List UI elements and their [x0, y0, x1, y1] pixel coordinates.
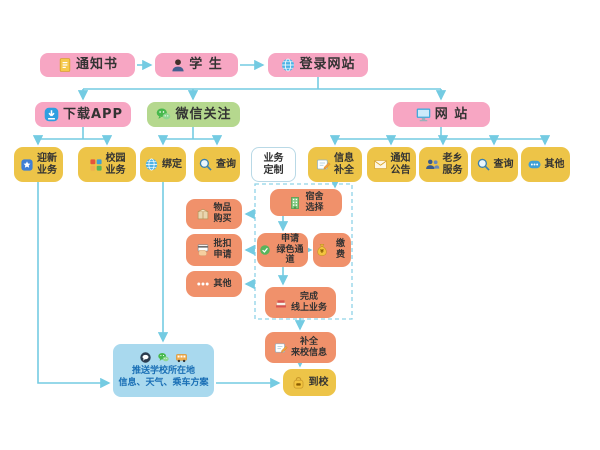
node-campus-service: 校园 业务 [78, 147, 136, 182]
node-green-channel-label: 申请 绿色通道 [276, 234, 304, 266]
node-wechat-query-label: 查询 [216, 158, 236, 170]
node-wechat-follow: 微信关注 [147, 102, 240, 127]
wechat-icon [155, 106, 172, 123]
search-icon [476, 157, 491, 172]
people-icon [425, 157, 440, 172]
node-welcome-service: 迎新 业务 [14, 147, 63, 182]
node-arrive-school-label: 到校 [308, 376, 329, 388]
more-dots-icon [527, 157, 542, 172]
node-announcements-label: 通知 公告 [390, 152, 411, 176]
edit-icon [316, 157, 331, 172]
node-pay-fee: 缴费 [313, 233, 351, 267]
node-item-purchase: 物品 购买 [186, 199, 242, 229]
chat-icon [139, 351, 152, 364]
node-finish-online: 完成 线上业务 [265, 287, 336, 318]
node-arrive-school: 到校 [283, 369, 336, 396]
node-arrival-info: 补全 来校信息 [265, 332, 336, 363]
node-hometown-service: 老乡 服务 [419, 147, 468, 182]
node-web-other: 其他 [521, 147, 570, 182]
node-student-label: 学 生 [189, 57, 223, 73]
node-campus-service-label: 校园 业务 [105, 152, 126, 176]
node-web-query-label: 查询 [493, 158, 514, 170]
push-info-label: 推送学校所在地 信息、天气、乘车方案 [118, 366, 209, 388]
monitor-icon [415, 106, 432, 123]
envelope-icon [373, 157, 388, 172]
student-icon [170, 57, 186, 73]
node-login-website: 登录网站 [268, 53, 368, 77]
push-info-panel: 推送学校所在地 信息、天气、乘车方案 [113, 344, 214, 397]
node-info-completion: 信息 补全 [308, 147, 362, 182]
node-bind: 绑定 [140, 147, 186, 182]
node-item-purchase-label: 物品 购买 [213, 203, 232, 224]
node-welcome-service-label: 迎新 业务 [37, 152, 57, 176]
node-notice-label: 通知书 [75, 57, 118, 73]
panel-icons [139, 351, 188, 364]
node-announcements: 通知 公告 [367, 147, 416, 182]
node-business-custom-label: 业务 定制 [263, 152, 284, 176]
node-web-other-label: 其他 [544, 158, 565, 170]
node-notice: 通知书 [40, 53, 135, 77]
app-download-icon [43, 106, 60, 123]
node-dorm-select-label: 宿舍 选择 [305, 191, 324, 213]
node-app-other-label: 其他 [213, 278, 232, 289]
node-hometown-service-label: 老乡 服务 [442, 152, 463, 176]
school-bag-icon [291, 375, 306, 390]
node-bind-label: 绑定 [162, 158, 182, 170]
building-icon [288, 196, 302, 210]
node-dorm-select: 宿舍 选择 [270, 189, 342, 216]
node-pay-fee-label: 缴费 [335, 239, 345, 260]
node-download-app-label: 下载APP [62, 106, 124, 122]
node-web-query: 查询 [471, 147, 518, 182]
books-icon [274, 296, 288, 310]
node-deduction-apply: 批扣 申请 [186, 234, 242, 266]
node-app-other: 其他 [186, 271, 242, 297]
node-wechat-follow-label: 微信关注 [175, 106, 232, 122]
node-arrival-info-label: 补全 来校信息 [290, 336, 327, 358]
node-deduction-apply-label: 批扣 申请 [213, 239, 232, 260]
node-finish-online-label: 完成 线上业务 [290, 291, 327, 313]
node-green-channel: 申请 绿色通道 [257, 233, 308, 267]
node-wechat-query: 查询 [194, 147, 240, 182]
more-dots-icon [196, 277, 210, 291]
node-business-custom: 业务 定制 [251, 147, 296, 182]
node-info-completion-label: 信息 补全 [334, 152, 354, 176]
globe-icon [280, 57, 296, 73]
document-icon [57, 57, 73, 73]
bus-icon [175, 351, 188, 364]
node-student: 学 生 [155, 53, 238, 77]
globe-icon [144, 157, 159, 172]
node-login-label: 登录网站 [299, 57, 356, 73]
node-download-app: 下载APP [35, 102, 131, 127]
package-icon [196, 207, 210, 221]
wechat-icon [157, 351, 170, 364]
search-icon [198, 157, 213, 172]
green-check-icon [259, 244, 271, 256]
node-website: 网 站 [393, 102, 490, 127]
money-bag-icon [315, 243, 329, 257]
edit-icon [274, 341, 288, 355]
campus-grid-icon [89, 158, 103, 172]
swipe-card-icon [196, 243, 210, 257]
node-website-label: 网 站 [434, 106, 469, 122]
star-badge-icon [20, 158, 34, 172]
